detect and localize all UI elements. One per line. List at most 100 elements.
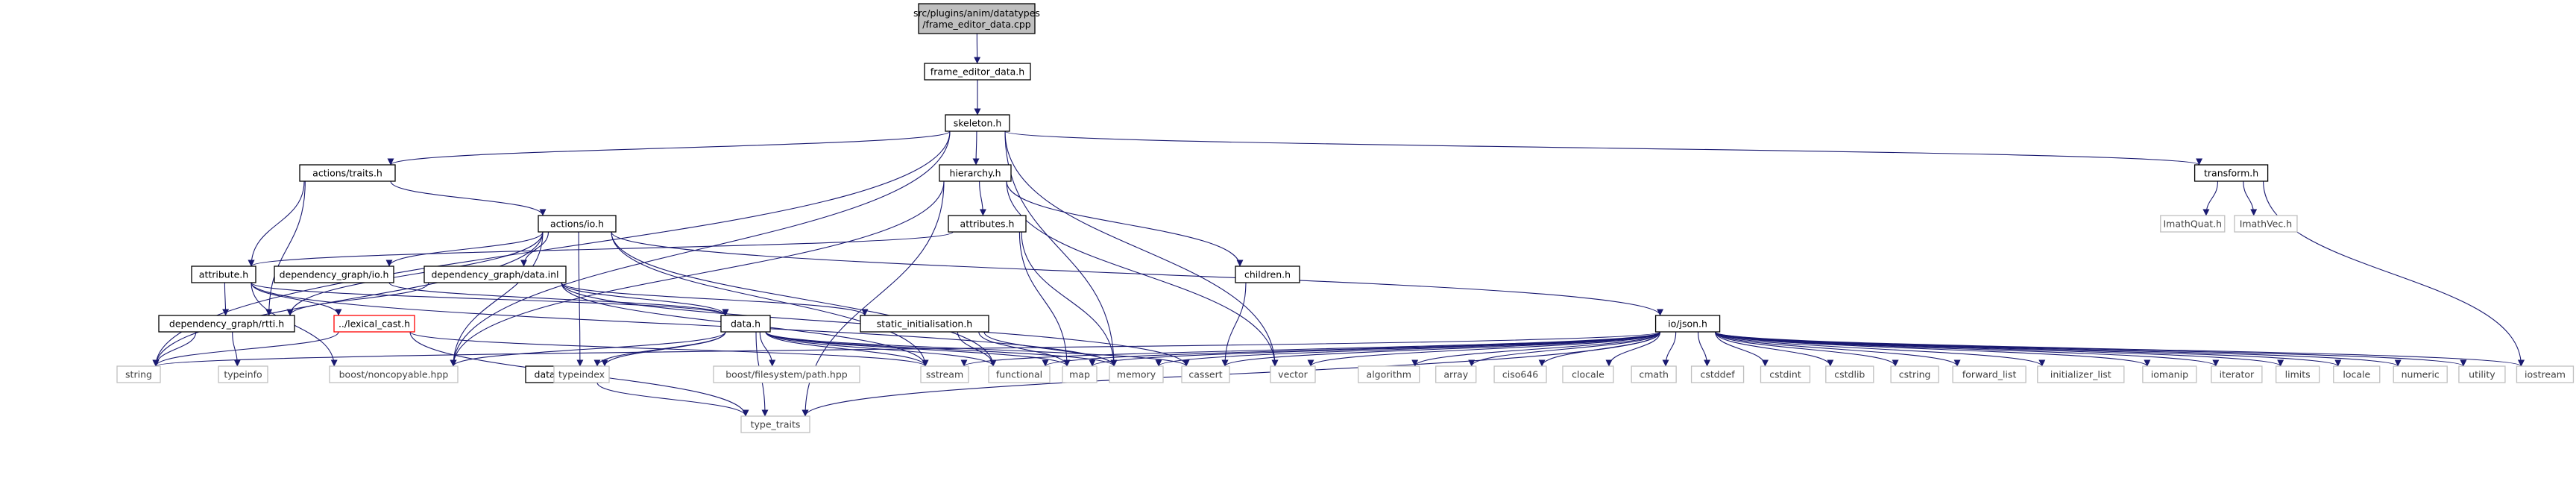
node-box — [329, 365, 459, 383]
edge-io_json_h-to-memory — [1155, 331, 1661, 367]
node-label: attributes.h — [960, 219, 1015, 230]
edge-data_h-to-sstream — [765, 331, 929, 367]
node-transform-h[interactable]: transform.h — [2194, 164, 2269, 182]
node-box — [1435, 365, 1477, 383]
node-box — [423, 265, 567, 283]
node-iterator: iterator — [2211, 365, 2263, 383]
node-box — [538, 215, 617, 233]
edge-hierarchy_h-to-boost_noncopyable — [450, 180, 945, 367]
edge-attributes_h-to-attribute_h — [248, 231, 954, 267]
node-label: dependency_graph/io.h — [280, 269, 389, 280]
node-static-init-h[interactable]: static_initialisation.h — [860, 315, 989, 333]
node-label: string — [125, 369, 152, 380]
node-utility: utility — [2458, 365, 2506, 383]
node-box — [948, 215, 1027, 233]
edge-io_json_h-to-initializer_list — [1715, 331, 2046, 367]
node-box — [920, 365, 969, 383]
edge-skeleton_h-to-memory — [1004, 131, 1118, 367]
node-actions-traits-h[interactable]: actions/traits.h — [299, 164, 396, 182]
edge-actions_traits_h-to-attribute_h — [248, 180, 305, 267]
node-label: map — [1069, 369, 1090, 380]
node-dep-graph-data-inl[interactable]: dependency_graph/data.inl — [423, 265, 567, 283]
node-box — [918, 3, 1036, 34]
node-label: dependency_graph/data.inl — [431, 269, 558, 280]
edge-static_init_h-to-map — [978, 331, 1071, 367]
edge-io_json_h-to-iostream — [1715, 331, 2525, 367]
node-label: memory — [1117, 369, 1156, 380]
edge-attribute_h-to-lexical_cast_h — [251, 282, 342, 316]
node-data-h[interactable]: data.h — [720, 315, 771, 333]
node-box — [299, 164, 396, 182]
node-box — [939, 164, 1012, 182]
node-box — [333, 315, 415, 333]
node-numeric: numeric — [2393, 365, 2448, 383]
node-box — [1760, 365, 1811, 383]
node-hierarchy-h[interactable]: hierarchy.h — [939, 164, 1012, 182]
node-box — [1690, 365, 1745, 383]
node-label: io/json.h — [1668, 318, 1707, 330]
edge-attribute_h-to-dep_graph_rtti_h — [222, 282, 230, 316]
node-lexical-cast-h[interactable]: ../lexical_cast.h — [333, 315, 415, 333]
node-children-h[interactable]: children.h — [1235, 265, 1300, 283]
node-box — [1109, 365, 1164, 383]
edge-io_json_h-to-cstdlib — [1715, 331, 1834, 367]
node-label: cstdint — [1769, 369, 1801, 380]
node-map: map — [1062, 365, 1098, 383]
node-box — [2516, 365, 2575, 383]
node-box — [1062, 365, 1098, 383]
node-label: numeric — [2402, 369, 2440, 380]
node-label: ImathQuat.h — [2163, 219, 2222, 230]
node-array: array — [1435, 365, 1477, 383]
edge-hierarchy_h-to-attributes_h — [979, 180, 986, 216]
node-label: iterator — [2220, 369, 2255, 380]
edge-dep_graph_data_inl-to-static_init_h — [561, 282, 869, 316]
node-box — [2234, 215, 2298, 233]
node-box — [720, 315, 771, 333]
node-dep-graph-io-h[interactable]: dependency_graph/io.h — [274, 265, 394, 283]
node-dep-graph-rtti-h[interactable]: dependency_graph/rtti.h — [158, 315, 295, 333]
node-box — [1825, 365, 1874, 383]
edge-transform_h-to-imathvec_h — [2243, 180, 2258, 216]
node-box — [2333, 365, 2381, 383]
node-box — [2276, 365, 2320, 383]
edge-actions_traits_h-to-dep_graph_rtti_h — [265, 180, 306, 316]
node-box — [945, 114, 1010, 132]
node-box — [1493, 365, 1547, 383]
node-actions-io-h[interactable]: actions/io.h — [538, 215, 617, 233]
node-label: locale — [2343, 369, 2370, 380]
edge-io_json_h-to-cstring — [1715, 331, 1899, 367]
node-root[interactable]: src/plugins/anim/datatypes/frame_editor_… — [913, 3, 1040, 34]
node-type-traits: type_traits — [740, 415, 810, 433]
node-io-json-h[interactable]: io/json.h — [1654, 315, 1721, 333]
edge-skeleton_h-to-hierarchy_h — [972, 131, 980, 166]
node-label: skeleton.h — [954, 118, 1002, 129]
node-initializer-list: initializer_list — [2037, 365, 2125, 383]
node-label: cstddef — [1700, 369, 1735, 380]
node-label: forward_list — [1962, 369, 2017, 380]
node-frame-editor-data-h[interactable]: frame_editor_data.h — [924, 63, 1031, 81]
edge-attribute_h-to-memory — [251, 282, 1118, 367]
node-clocale: clocale — [1562, 365, 1614, 383]
node-box — [713, 365, 860, 383]
node-attribute-h[interactable]: attribute.h — [191, 265, 256, 283]
node-box — [116, 365, 161, 383]
edge-hierarchy_h-to-children_h — [1006, 180, 1244, 267]
node-label: limits — [2285, 369, 2311, 380]
edge-io_json_h-to-cmath — [1662, 331, 1677, 367]
node-forward-list: forward_list — [1952, 365, 2027, 383]
edge-io_json_h-to-cassert — [1221, 331, 1661, 367]
node-skeleton-h[interactable]: skeleton.h — [945, 114, 1010, 132]
edge-data_h-to-boost_path — [759, 331, 776, 367]
edge-actions_io_h-to-dep_graph_data_inl — [520, 231, 549, 267]
edge-io_json_h-to-vector — [1307, 331, 1661, 367]
edge-io_json_h-to-iterator — [1715, 331, 2220, 367]
node-label: typeindex — [558, 369, 605, 380]
edge-lexical_cast_h-to-string — [152, 331, 339, 367]
edge-io_json_h-to-clocale — [1605, 331, 1661, 367]
node-cmath: cmath — [1631, 365, 1677, 383]
node-boost-path: boost/filesystem/path.hpp — [713, 365, 860, 383]
node-label: cassert — [1188, 369, 1222, 380]
node-box — [1358, 365, 1420, 383]
node-attributes-h[interactable]: attributes.h — [948, 215, 1027, 233]
edge-actions_io_h-to-sstream — [611, 231, 929, 367]
